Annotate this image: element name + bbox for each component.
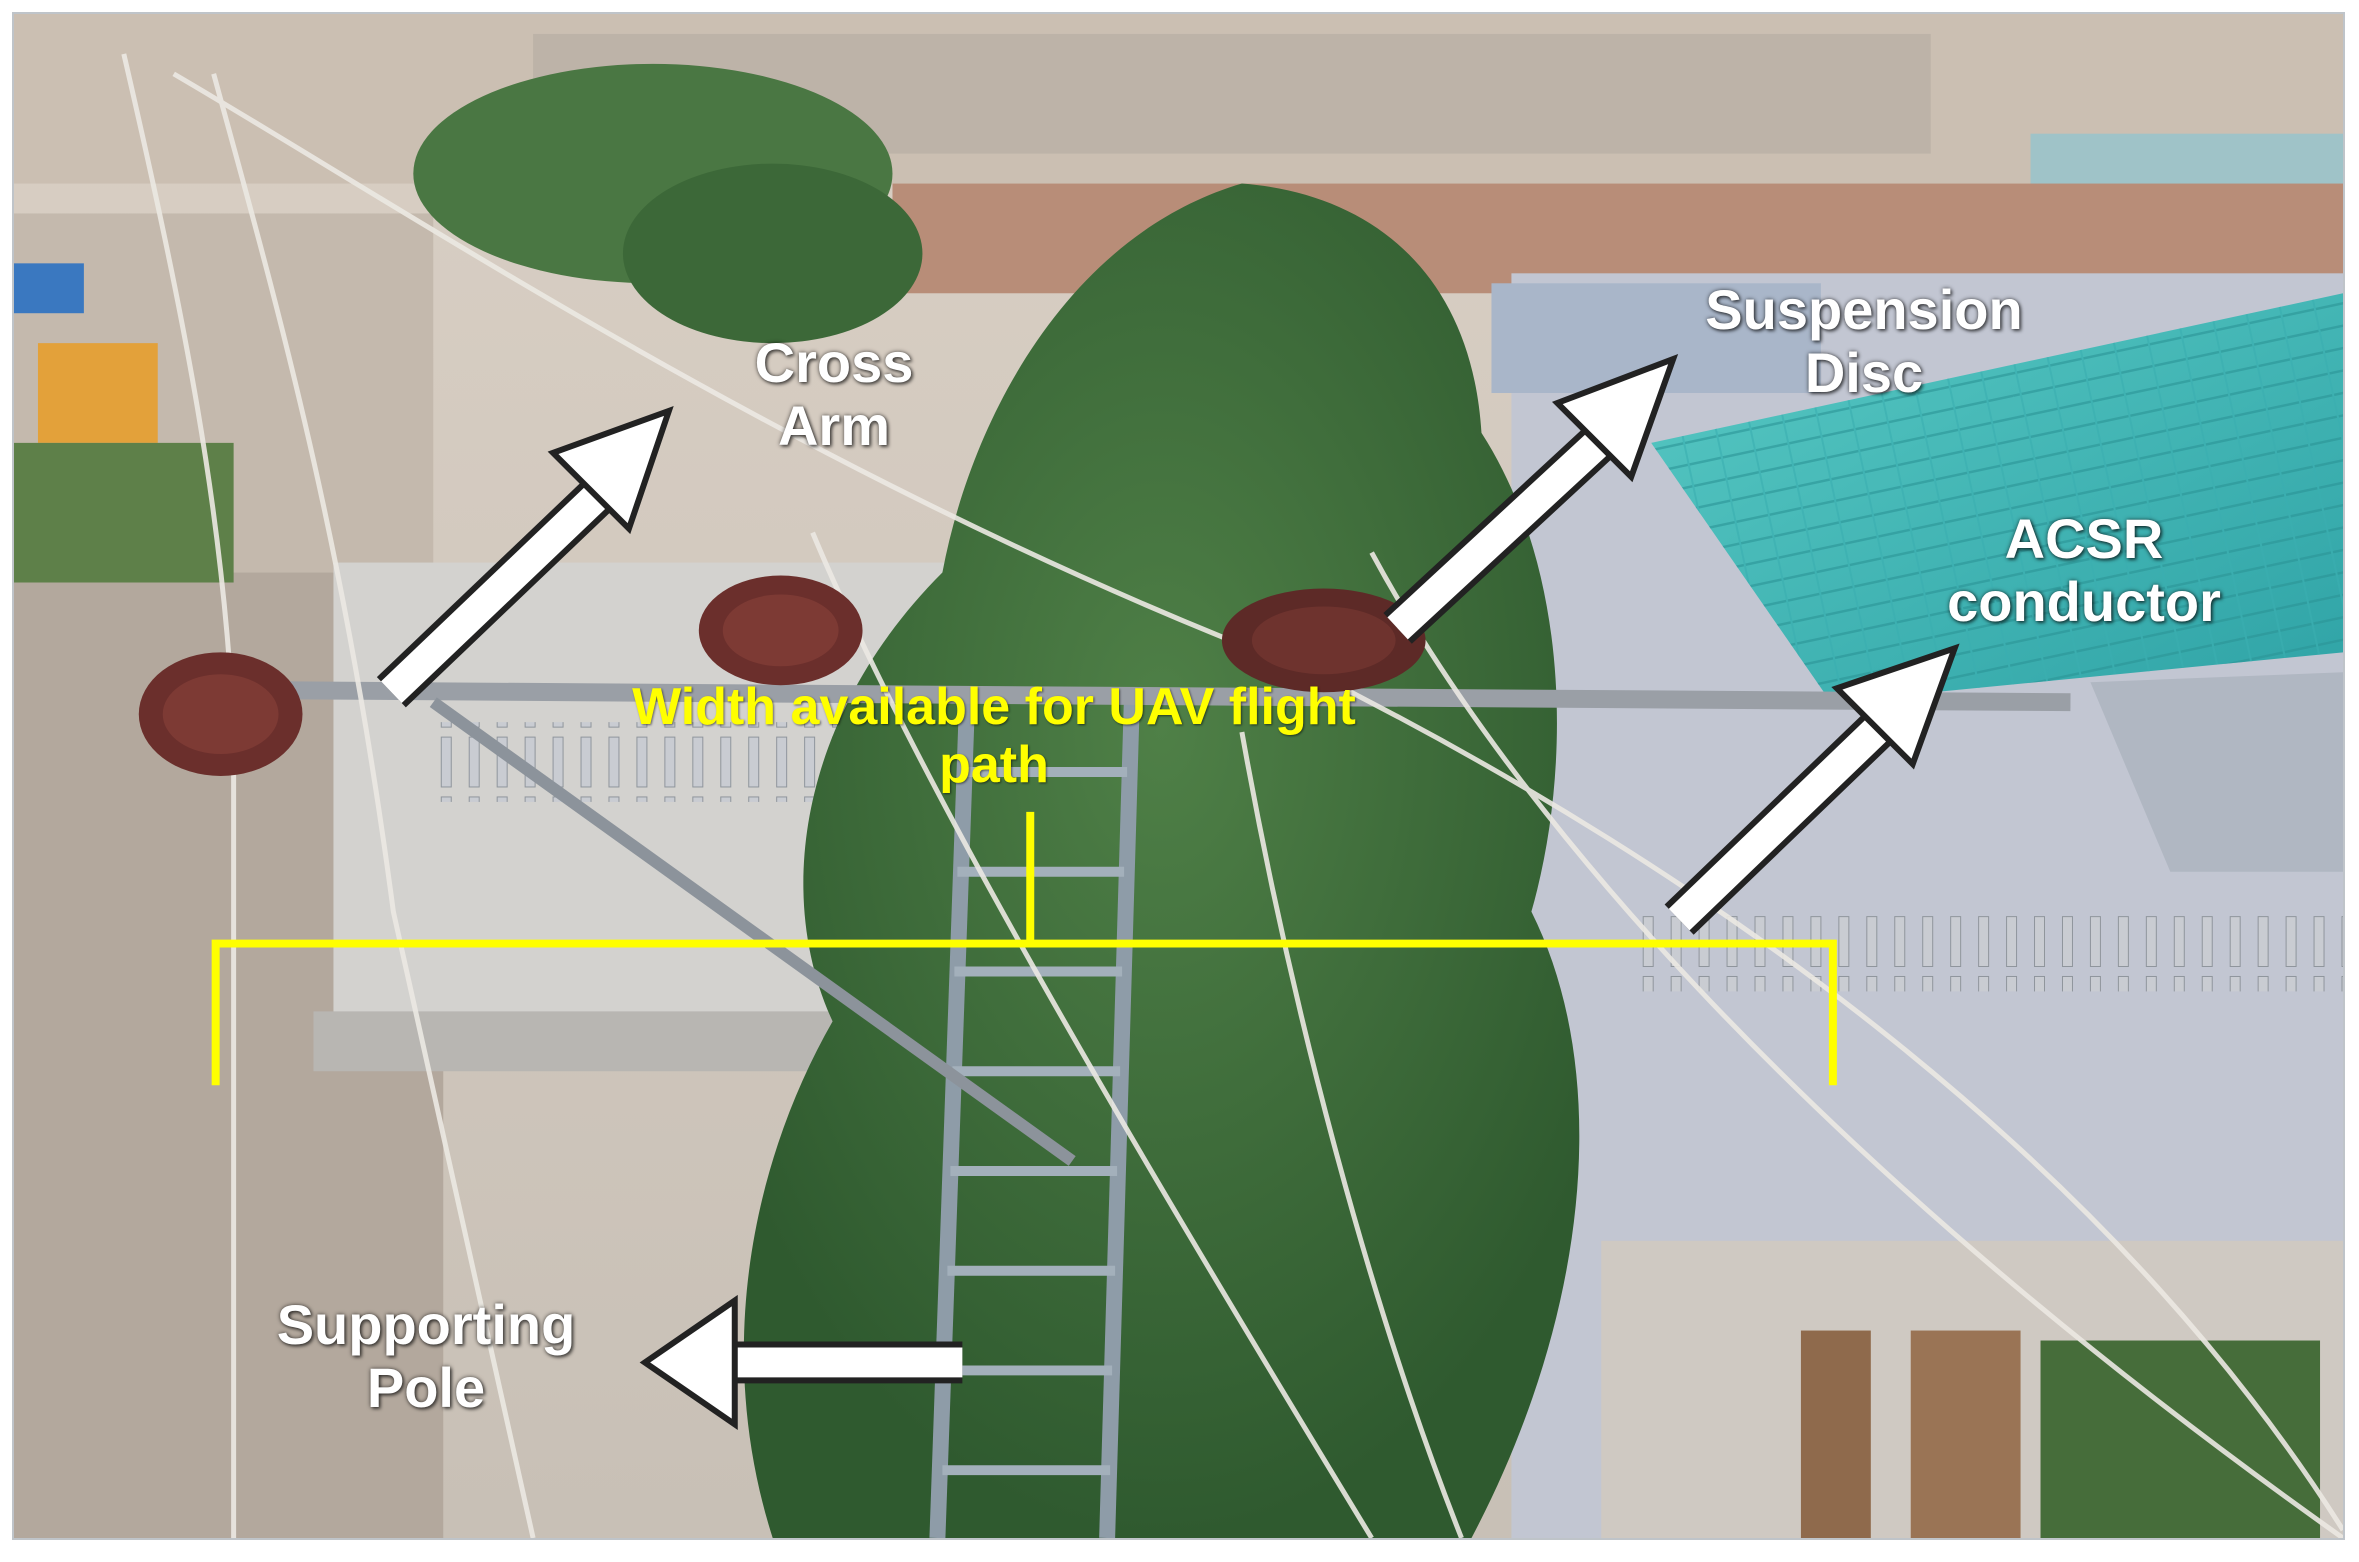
arrow-suspension-disc xyxy=(1383,354,1679,644)
blue-sign xyxy=(14,263,84,314)
label-cross-arm-line2: Arm xyxy=(777,393,891,457)
scene-photo xyxy=(14,14,2343,1538)
cross-arm-beam xyxy=(273,681,2071,712)
hedge-left xyxy=(14,442,234,583)
pole-lattice-rungs xyxy=(942,767,1128,1476)
label-supporting-pole-line1: Supporting xyxy=(276,1293,576,1356)
tree-left-top-2 xyxy=(622,163,923,344)
right-hedge xyxy=(2040,1340,2321,1538)
door-1 xyxy=(1800,1330,1871,1538)
cross-arm-brace xyxy=(429,697,1076,1166)
label-supporting-pole: Supporting Pole xyxy=(246,1293,606,1419)
label-suspension-disc-line1: Suspension xyxy=(1705,278,2023,341)
label-acsr-conductor-line1: ACSR xyxy=(2004,507,2164,570)
label-supporting-pole-line2: Pole xyxy=(366,1355,486,1419)
suspension-disc-middle xyxy=(698,575,863,686)
label-acsr-conductor-line2: conductor xyxy=(1947,569,2221,633)
arrow-supporting-pole xyxy=(639,1294,963,1430)
label-suspension-disc: Suspension Disc xyxy=(1644,278,2084,404)
suspension-disc-left xyxy=(138,652,303,776)
arrow-acsr-conductor xyxy=(1664,643,1960,935)
teal-roof-tiles xyxy=(1651,293,2343,703)
suspension-disc-right xyxy=(1221,588,1426,693)
label-flight-width-line1: Width available for UAV flight xyxy=(632,678,1356,736)
label-cross-arm: Cross Arm xyxy=(714,331,954,457)
photo-frame: Cross Arm Suspension Disc ACSR conductor… xyxy=(12,12,2345,1540)
door-2 xyxy=(1910,1330,2021,1538)
flight-width-bracket xyxy=(211,811,1837,1086)
right-balustrade xyxy=(1631,911,2343,992)
yellow-sign xyxy=(37,343,158,443)
label-suspension-disc-line2: Disc xyxy=(1804,340,1924,404)
label-flight-width: Width available for UAV flight path xyxy=(484,678,1504,794)
grey-shed-roof xyxy=(2090,672,2343,872)
label-acsr-conductor: ACSR conductor xyxy=(1894,507,2274,633)
arrow-cross-arm xyxy=(376,406,674,708)
label-flight-width-line2: path xyxy=(939,736,1049,795)
label-cross-arm-line1: Cross xyxy=(754,331,914,394)
